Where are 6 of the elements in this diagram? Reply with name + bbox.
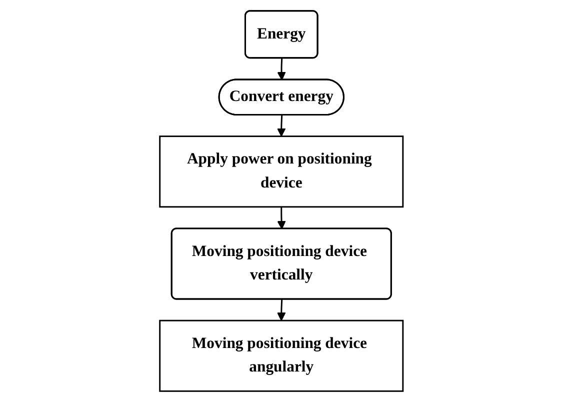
node-box: Apply power on positioning device [158,136,404,208]
node-box: Moving positioning device angularly [158,320,404,392]
arrow [276,206,286,230]
arrow [276,58,286,80]
arrow [276,299,286,321]
arrow [276,115,286,137]
